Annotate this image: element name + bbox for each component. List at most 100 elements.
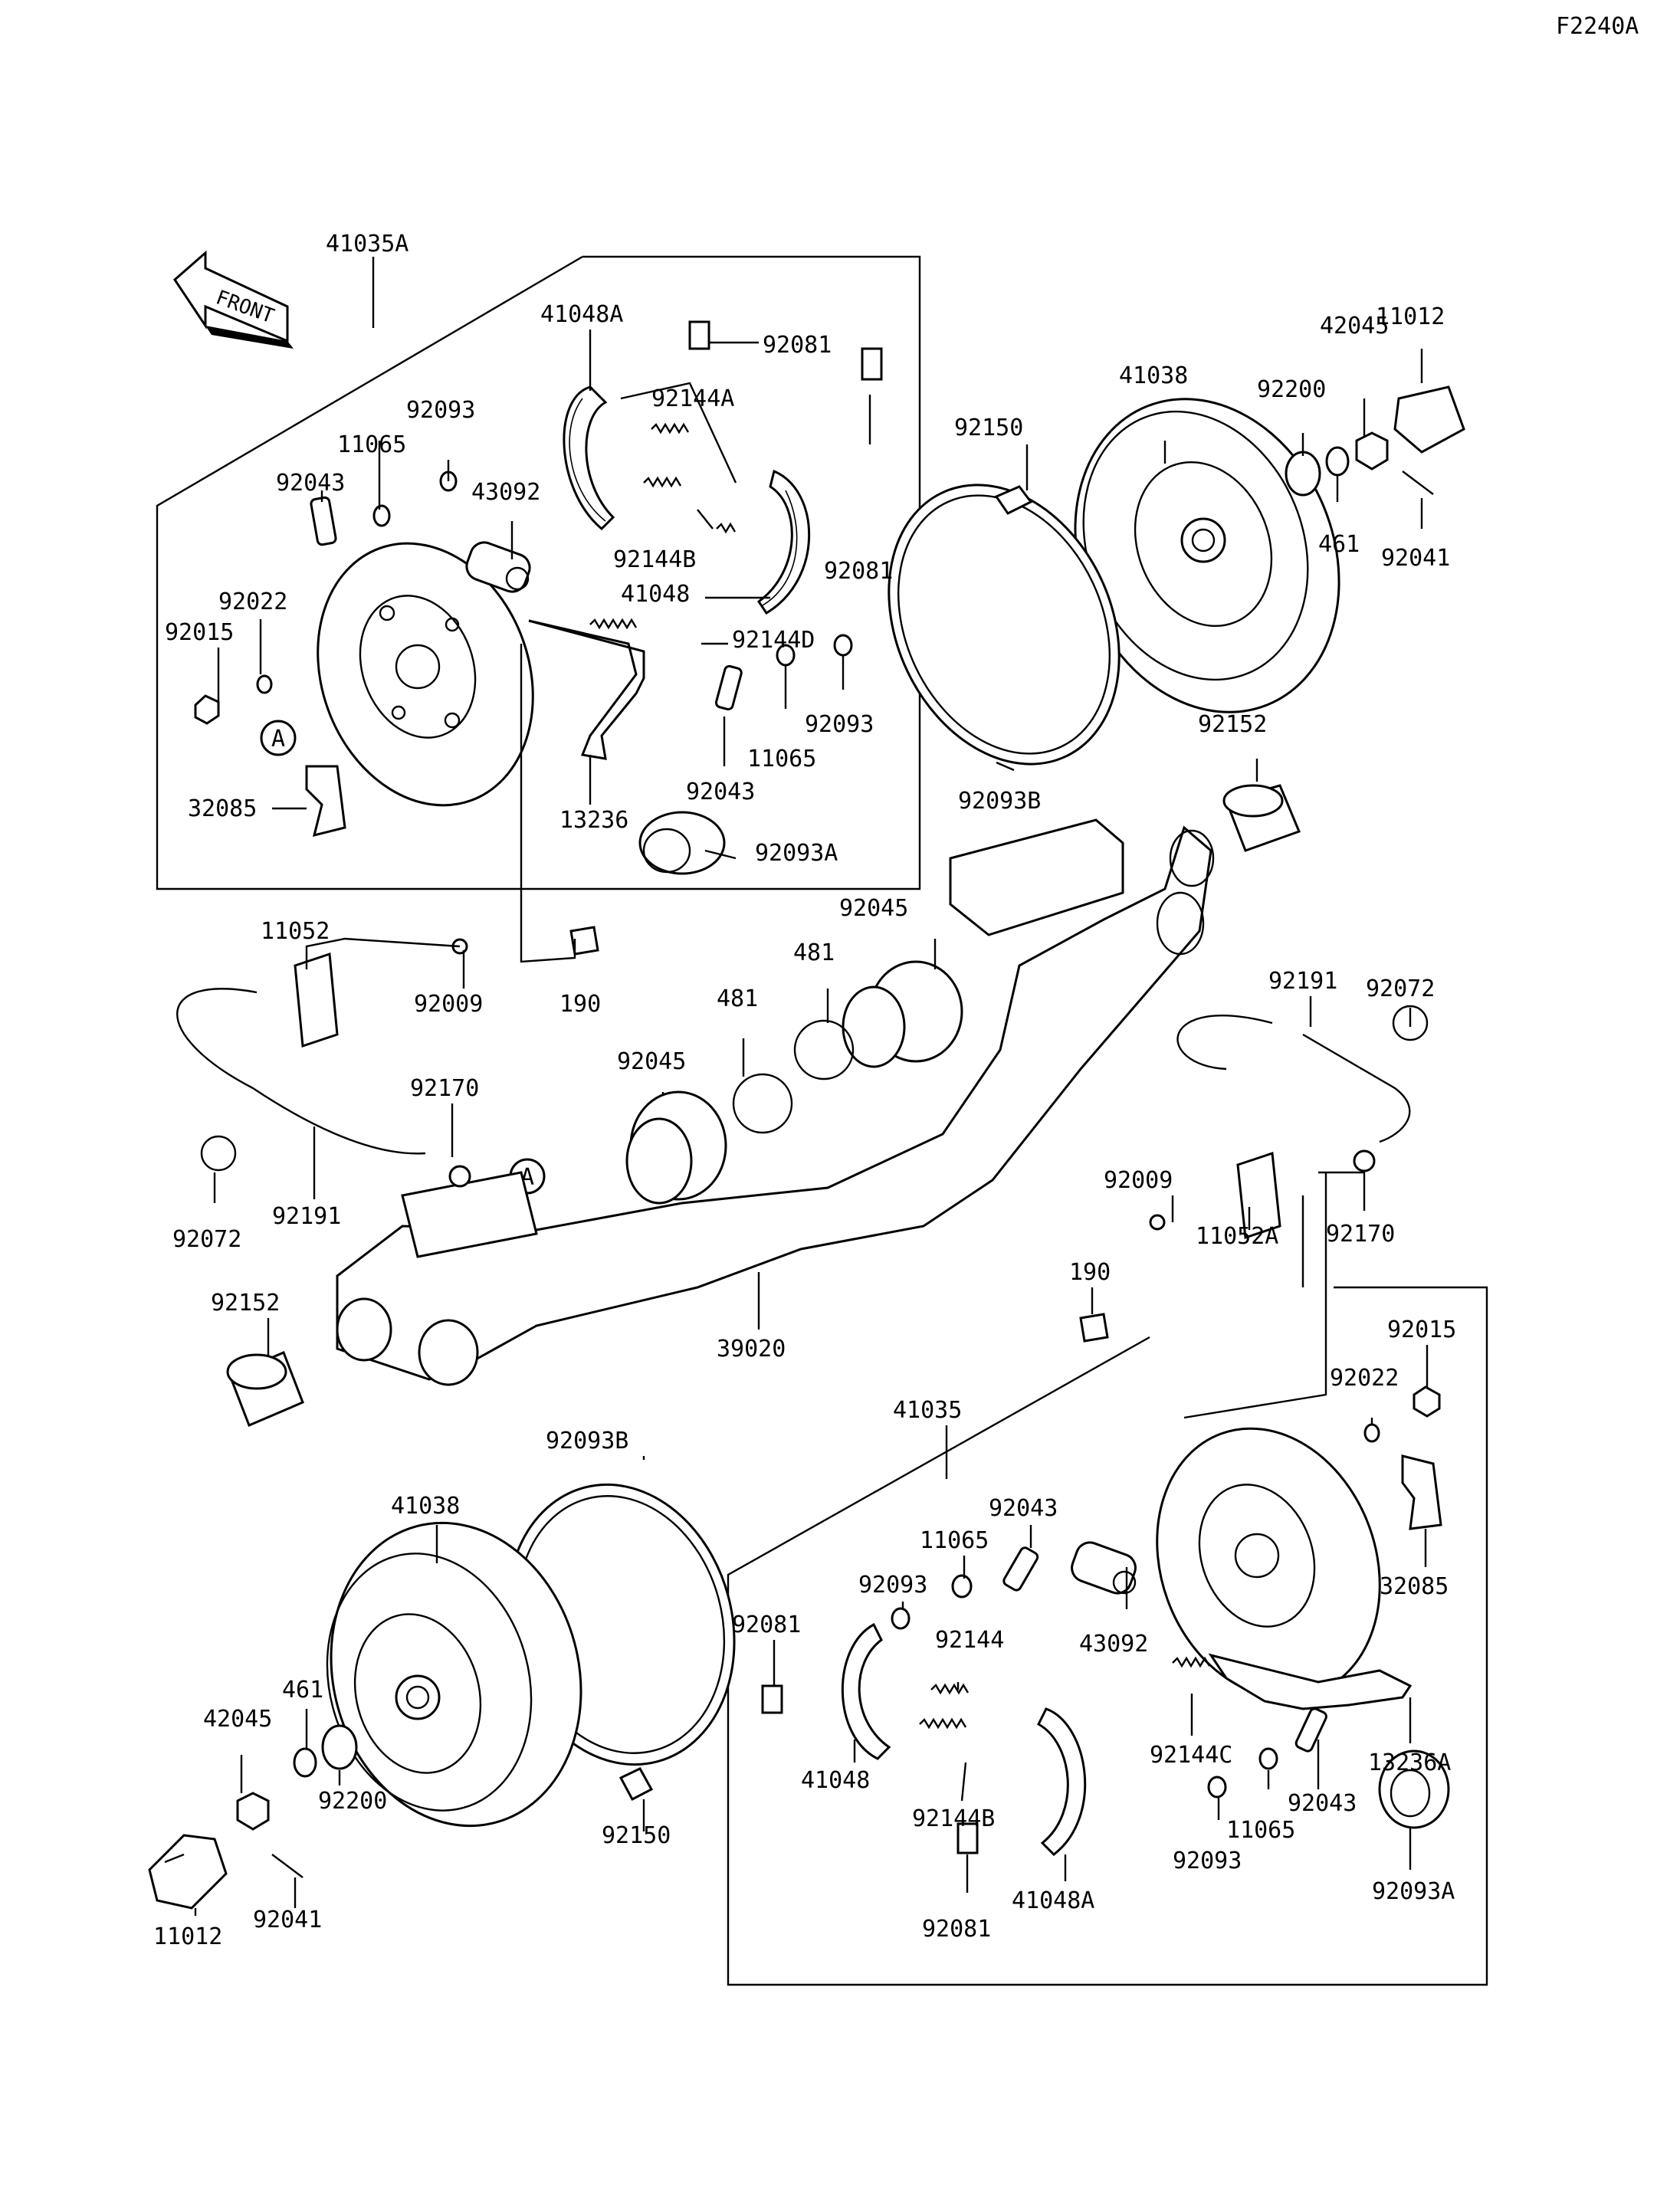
label-41048A-top: 41048A — [540, 301, 623, 328]
bolt-92009-right — [1149, 1214, 1166, 1231]
label-481-lower: 481 — [717, 985, 758, 1012]
wheel-cylinder-top — [465, 541, 531, 593]
label-13236A: 13236A — [1368, 1749, 1451, 1776]
label-92072-right: 92072 — [1366, 976, 1435, 1002]
hose-92191-left — [176, 988, 426, 1155]
label-92170-right: 92170 — [1326, 1221, 1395, 1248]
clip-92081-bottom2 — [956, 1822, 979, 1854]
pin-92043-bottom1 — [1002, 1546, 1039, 1592]
spring-92144C — [1172, 1656, 1211, 1668]
clamp-92170-left — [448, 1165, 471, 1188]
label-41048A-bottom: 41048A — [1012, 1887, 1094, 1914]
label-11065-top-left: 11065 — [337, 431, 406, 458]
clip-32085-bottom — [1401, 1454, 1442, 1530]
label-92009-right: 92009 — [1104, 1167, 1173, 1194]
label-41035: 41035 — [893, 1397, 962, 1424]
label-43092-bottom: 43092 — [1079, 1631, 1148, 1658]
label-39020: 39020 — [717, 1336, 786, 1362]
label-11012-bottom: 11012 — [153, 1923, 222, 1950]
label-92093-bottom1: 92093 — [858, 1572, 927, 1599]
label-92022-top: 92022 — [218, 589, 287, 615]
label-92022-bottom: 92022 — [1330, 1365, 1399, 1392]
bearing-92045-upper — [842, 960, 963, 1068]
label-11065-top-mid: 11065 — [747, 746, 816, 772]
label-32085-top: 32085 — [188, 795, 257, 822]
label-41048-bottom: 41048 — [801, 1767, 870, 1794]
gasket-92093B-top — [888, 484, 1121, 766]
bolt-190-mid — [1079, 1313, 1109, 1343]
label-92150-top: 92150 — [954, 415, 1023, 441]
label-92081-top1: 92081 — [763, 332, 832, 359]
label-11065-bottom2: 11065 — [1226, 1817, 1295, 1844]
hub-cap-11012-bottom — [148, 1834, 228, 1910]
label-92191-right: 92191 — [1268, 968, 1337, 995]
label-92144C: 92144C — [1150, 1742, 1232, 1769]
brake-shoe-41048A-top — [563, 385, 615, 531]
spring-92144B-bottom — [919, 1717, 967, 1730]
label-92072-left: 92072 — [172, 1226, 241, 1253]
label-92093B-top: 92093B — [958, 788, 1041, 815]
label-32085-bottom: 32085 — [1380, 1573, 1449, 1600]
label-13236: 13236 — [559, 807, 628, 834]
bushing-92152-left — [226, 1351, 304, 1427]
nut-92015-bottom — [1413, 1385, 1441, 1418]
bushing-92152-right — [1222, 784, 1301, 852]
washer-11065-bottom1 — [951, 1574, 973, 1599]
clip-92081-top2 — [861, 347, 883, 381]
lever-13236 — [528, 619, 645, 760]
bracket-11052A — [1236, 1151, 1281, 1240]
washer-461-top — [1325, 446, 1350, 477]
washer-92022-top — [256, 674, 273, 694]
label-92043-top-left: 92043 — [276, 470, 345, 497]
label-92191-left: 92191 — [272, 1203, 341, 1230]
label-92200-bottom: 92200 — [318, 1788, 387, 1815]
label-11012-top: 11012 — [1376, 303, 1445, 330]
brake-shoe-41048A-bottom — [1037, 1707, 1087, 1856]
hub-cap-11012-top — [1393, 385, 1465, 454]
label-92093-top-mid: 92093 — [805, 711, 874, 738]
label-92093B-bottom: 92093B — [546, 1428, 628, 1454]
label-190-mid: 190 — [1069, 1259, 1111, 1286]
nut-42045-bottom — [236, 1792, 270, 1831]
label-41038-bottom: 41038 — [391, 1493, 460, 1520]
washer-92022-bottom — [1363, 1423, 1380, 1443]
circlip-481-lower — [732, 1073, 793, 1134]
seal-92093A-bottom — [1378, 1749, 1450, 1829]
label-41035A: 41035A — [326, 231, 409, 257]
cotter-pin-92041-bottom — [271, 1854, 304, 1878]
hose-92191-right-b — [1302, 1033, 1411, 1143]
clip-32085-top — [305, 765, 346, 838]
label-92043-top-mid: 92043 — [686, 779, 755, 805]
label-92043-bottom1: 92043 — [989, 1495, 1058, 1522]
label-92152-right: 92152 — [1198, 711, 1267, 738]
pin-92043-top-mid — [714, 664, 743, 711]
pin-92043-top-left — [310, 496, 337, 546]
nut-42045-top — [1355, 431, 1389, 471]
label-92093-bottom2: 92093 — [1173, 1848, 1242, 1874]
springs-top — [589, 422, 737, 630]
callout-A-top: A — [260, 720, 297, 756]
label-92093A-bottom: 92093A — [1372, 1878, 1455, 1905]
svg-text:A: A — [271, 726, 285, 753]
label-190-top: 190 — [559, 991, 601, 1018]
label-92015-top: 92015 — [165, 619, 234, 646]
label-92150-bottom: 92150 — [602, 1822, 671, 1849]
label-42045-top: 42045 — [1320, 313, 1389, 339]
label-11065-bottom1: 11065 — [920, 1527, 989, 1554]
clip-92081-bottom1 — [761, 1684, 783, 1714]
seal-92093A-top — [638, 811, 726, 875]
label-92081-bottom1: 92081 — [732, 1612, 801, 1638]
nut-92015-top — [194, 694, 220, 725]
label-11052A: 11052A — [1196, 1223, 1278, 1250]
label-92015-bottom: 92015 — [1387, 1317, 1456, 1343]
part-labels: 41035A 41048A 92081 92144A 92093 11065 9… — [153, 231, 1456, 1950]
label-42045-bottom: 42045 — [203, 1706, 272, 1733]
washer-92200-bottom — [321, 1724, 358, 1770]
clip-92081-top1 — [688, 320, 710, 350]
washer-92200-top — [1285, 451, 1321, 497]
washer-461-bottom — [293, 1747, 317, 1778]
clamp-92170-right — [1353, 1149, 1376, 1172]
label-92170-left: 92170 — [410, 1075, 479, 1102]
label-92081-bottom2: 92081 — [922, 1916, 991, 1943]
